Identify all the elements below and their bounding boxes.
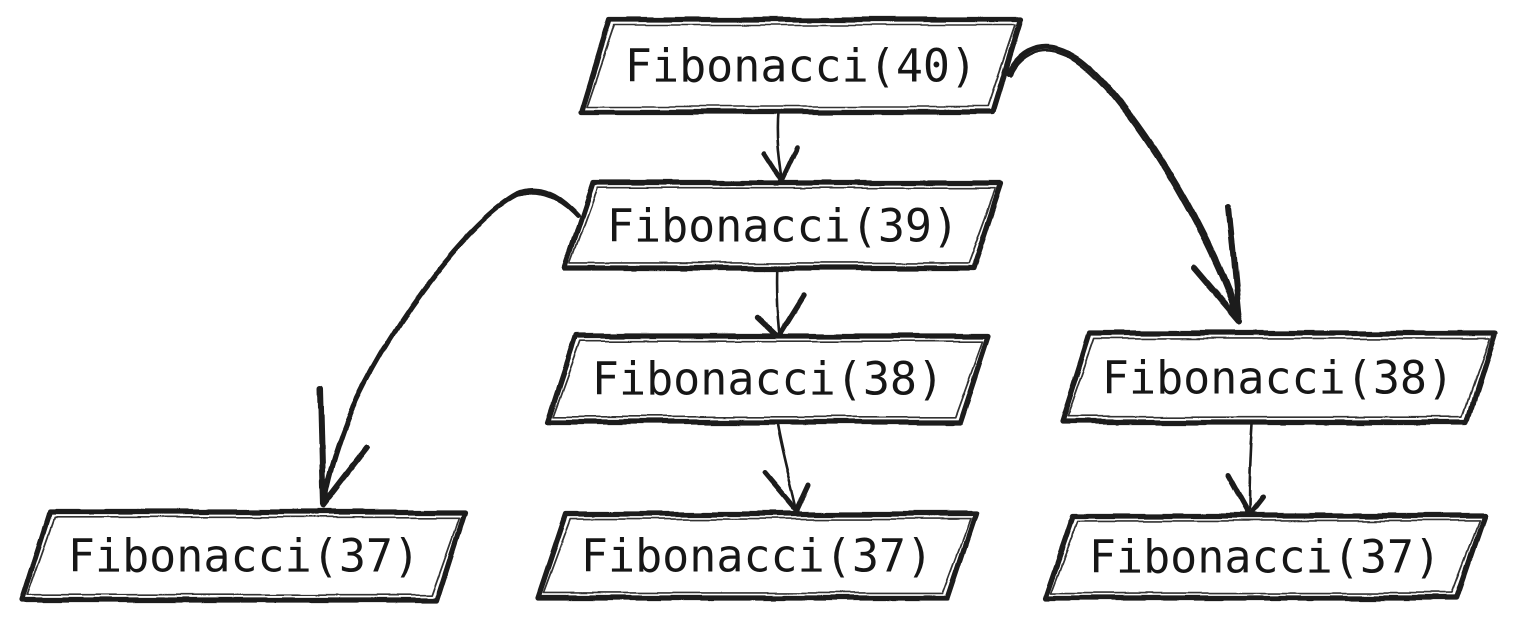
edge-fib39-to-fib38-middle-arrowhead xyxy=(754,292,807,340)
node-label-fibonacci-39: Fibonacci(39) xyxy=(606,199,960,253)
node-box-fibonacci-37-left-inner-stroke xyxy=(26,516,461,596)
node-box-fibonacci-38-middle-inner-stroke xyxy=(552,340,984,418)
edge-fib39-to-fib37-left-arrowhead xyxy=(317,386,370,509)
node-box-fibonacci-40 xyxy=(579,17,1023,115)
edge-fib38-right-to-fib37-right-line xyxy=(1247,422,1254,512)
node-label-fibonacci-38-right: Fibonacci(38) xyxy=(1101,351,1455,405)
node-box-fibonacci-38-right-inner-stroke xyxy=(1066,337,1491,418)
node-label-fibonacci-37-middle: Fibonacci(37) xyxy=(580,529,934,583)
node-box-fibonacci-37-right xyxy=(1042,513,1488,601)
node-label-fibonacci-37-left: Fibonacci(37) xyxy=(67,529,421,583)
node-box-fibonacci-37-left xyxy=(19,509,468,603)
edge-fib40-to-fib38-right-arrowhead xyxy=(1191,203,1243,325)
edge-fib38-right-to-fib37-right-arrowhead xyxy=(1224,473,1266,519)
node-box-fibonacci-39-inner-stroke xyxy=(569,187,997,264)
edge-fib38-middle-to-fib37-middle-arrowhead xyxy=(763,471,812,514)
edge-fib39-to-fib38-middle-line xyxy=(775,260,781,333)
node-box-fibonacci-37-middle-inner-stroke xyxy=(542,518,972,594)
edge-fib40-to-fib38-right-curve xyxy=(1005,44,1241,317)
edge-fib38-middle-to-fib37-middle-line xyxy=(775,422,798,509)
node-box-fibonacci-39 xyxy=(562,180,1004,271)
node-label-fibonacci-37-right: Fibonacci(37) xyxy=(1088,530,1442,584)
edge-fib40-to-fib39-line xyxy=(776,110,784,181)
edge-fib39-to-fib37-left-curve-doubling xyxy=(324,187,577,502)
edge-fib40-to-fib38-right-curve-doubling xyxy=(1008,49,1236,314)
node-box-fibonacci-38-right xyxy=(1059,330,1498,425)
node-box-fibonacci-37-middle xyxy=(535,511,979,601)
node-label-fibonacci-38-middle: Fibonacci(38) xyxy=(591,352,945,406)
node-box-fibonacci-40-inner-stroke xyxy=(586,24,1016,108)
node-box-fibonacci-38-middle xyxy=(545,333,991,425)
node-box-fibonacci-37-right-inner-stroke xyxy=(1049,520,1481,594)
node-label-fibonacci-40: Fibonacci(40) xyxy=(624,39,978,93)
